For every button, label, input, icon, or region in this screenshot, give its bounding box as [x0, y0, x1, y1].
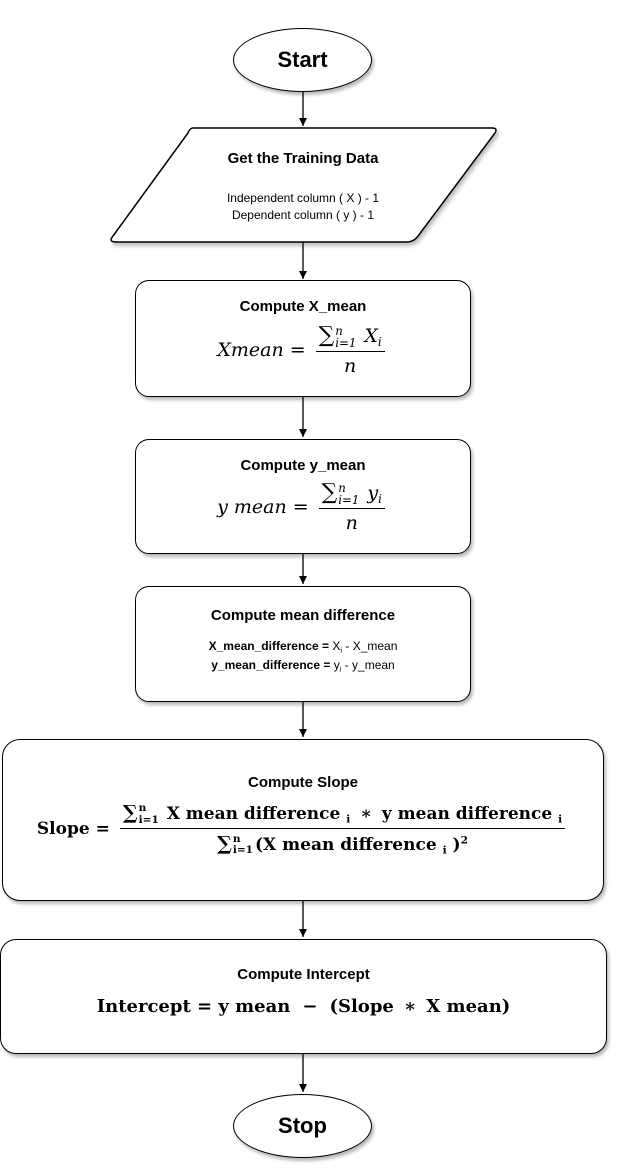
ymean-lhs: y mean — [217, 496, 287, 519]
xmean-title: Compute X_mean — [239, 298, 367, 315]
intercept-formula-left: Intercept = y mean — [96, 996, 291, 1017]
slope-sum-lower: i=1 — [138, 813, 159, 826]
slope-num-sub-a: i — [346, 813, 351, 826]
slope-num-op: ∗ — [360, 804, 372, 824]
meandiff-x-var: X — [332, 639, 341, 653]
xmean-index: i — [377, 335, 382, 350]
intercept-op: ∗ — [403, 996, 417, 1017]
slope-sum-upper: n — [138, 802, 147, 815]
intercept-formula-paren: (Slope — [329, 996, 394, 1017]
meandiff-y-line: y_mean_difference = yi - y_mean — [211, 658, 394, 674]
slope-den-sub: i — [442, 844, 447, 857]
slope-title: Compute Slope — [247, 774, 358, 791]
meandiff-process: Compute mean difference X_mean_differenc… — [135, 586, 471, 702]
sigma-icon: ∑ — [217, 831, 232, 855]
slope-num-term-b: y mean difference — [381, 804, 553, 824]
sigma-icon: ∑ — [122, 801, 138, 824]
ymean-sum-lower: i=1 — [338, 493, 360, 507]
input-line-2: Dependent column ( y ) - 1 — [231, 208, 375, 222]
slope-lhs: Slope — [36, 818, 90, 839]
input-line-1: Independent column ( X ) - 1 — [226, 191, 380, 205]
xmean-sum-lower: i=1 — [335, 336, 357, 350]
start-terminal: Start — [233, 28, 372, 92]
ymean-title: Compute y_mean — [240, 457, 366, 474]
intercept-minus: − — [302, 996, 318, 1017]
stop-label: Stop — [278, 1113, 327, 1138]
meandiff-x-rest: - X_mean — [345, 639, 398, 653]
meandiff-y-sub: i — [339, 664, 342, 674]
xmean-term: X — [364, 325, 378, 347]
ymean-index: i — [378, 492, 382, 507]
slope-num-term-a: X mean difference — [166, 804, 341, 824]
meandiff-x-line: X_mean_difference = Xi - X_mean — [209, 639, 398, 655]
input-parallelogram — [110, 127, 497, 243]
meandiff-x-label: X_mean_difference = — [208, 639, 329, 653]
slope-den-power: 2 — [460, 834, 468, 847]
meandiff-y-label: y_mean_difference = — [211, 657, 331, 672]
sigma-icon: ∑ — [318, 323, 335, 348]
slope-num-sub-b: i — [558, 813, 563, 826]
slope-den-open: (X mean difference — [254, 834, 437, 855]
xmean-sum-upper: n — [335, 323, 343, 338]
ymean-sum-upper: n — [338, 480, 346, 495]
meandiff-title: Compute mean difference — [210, 607, 396, 624]
xmean-denominator: n — [344, 355, 357, 378]
input-title: Get the Training Data — [227, 150, 379, 167]
intercept-formula-right: X mean) — [426, 996, 511, 1017]
meandiff-y-var: y — [333, 657, 340, 672]
ymean-denominator: n — [345, 512, 358, 535]
xmean-lhs: Xmean — [217, 339, 284, 362]
meandiff-y-rest: - y_mean — [344, 657, 395, 672]
intercept-formula: Intercept = y mean − (Slope ∗ X mean) — [97, 996, 511, 1017]
slope-den-close: ) — [452, 834, 461, 855]
stop-terminal: Stop — [233, 1094, 372, 1158]
sigma-icon: ∑ — [321, 480, 338, 505]
intercept-title: Compute Intercept — [237, 966, 370, 983]
slope-den-sum-upper: n — [232, 833, 241, 846]
input-node: Get the Training Data Independent column… — [150, 128, 456, 242]
slope-den-sum-lower: i=1 — [232, 844, 253, 857]
meandiff-x-sub: i — [340, 645, 343, 655]
start-label: Start — [277, 47, 328, 72]
ymean-term: y — [367, 482, 379, 504]
intercept-process: Compute Intercept Intercept = y mean − (… — [0, 939, 607, 1054]
